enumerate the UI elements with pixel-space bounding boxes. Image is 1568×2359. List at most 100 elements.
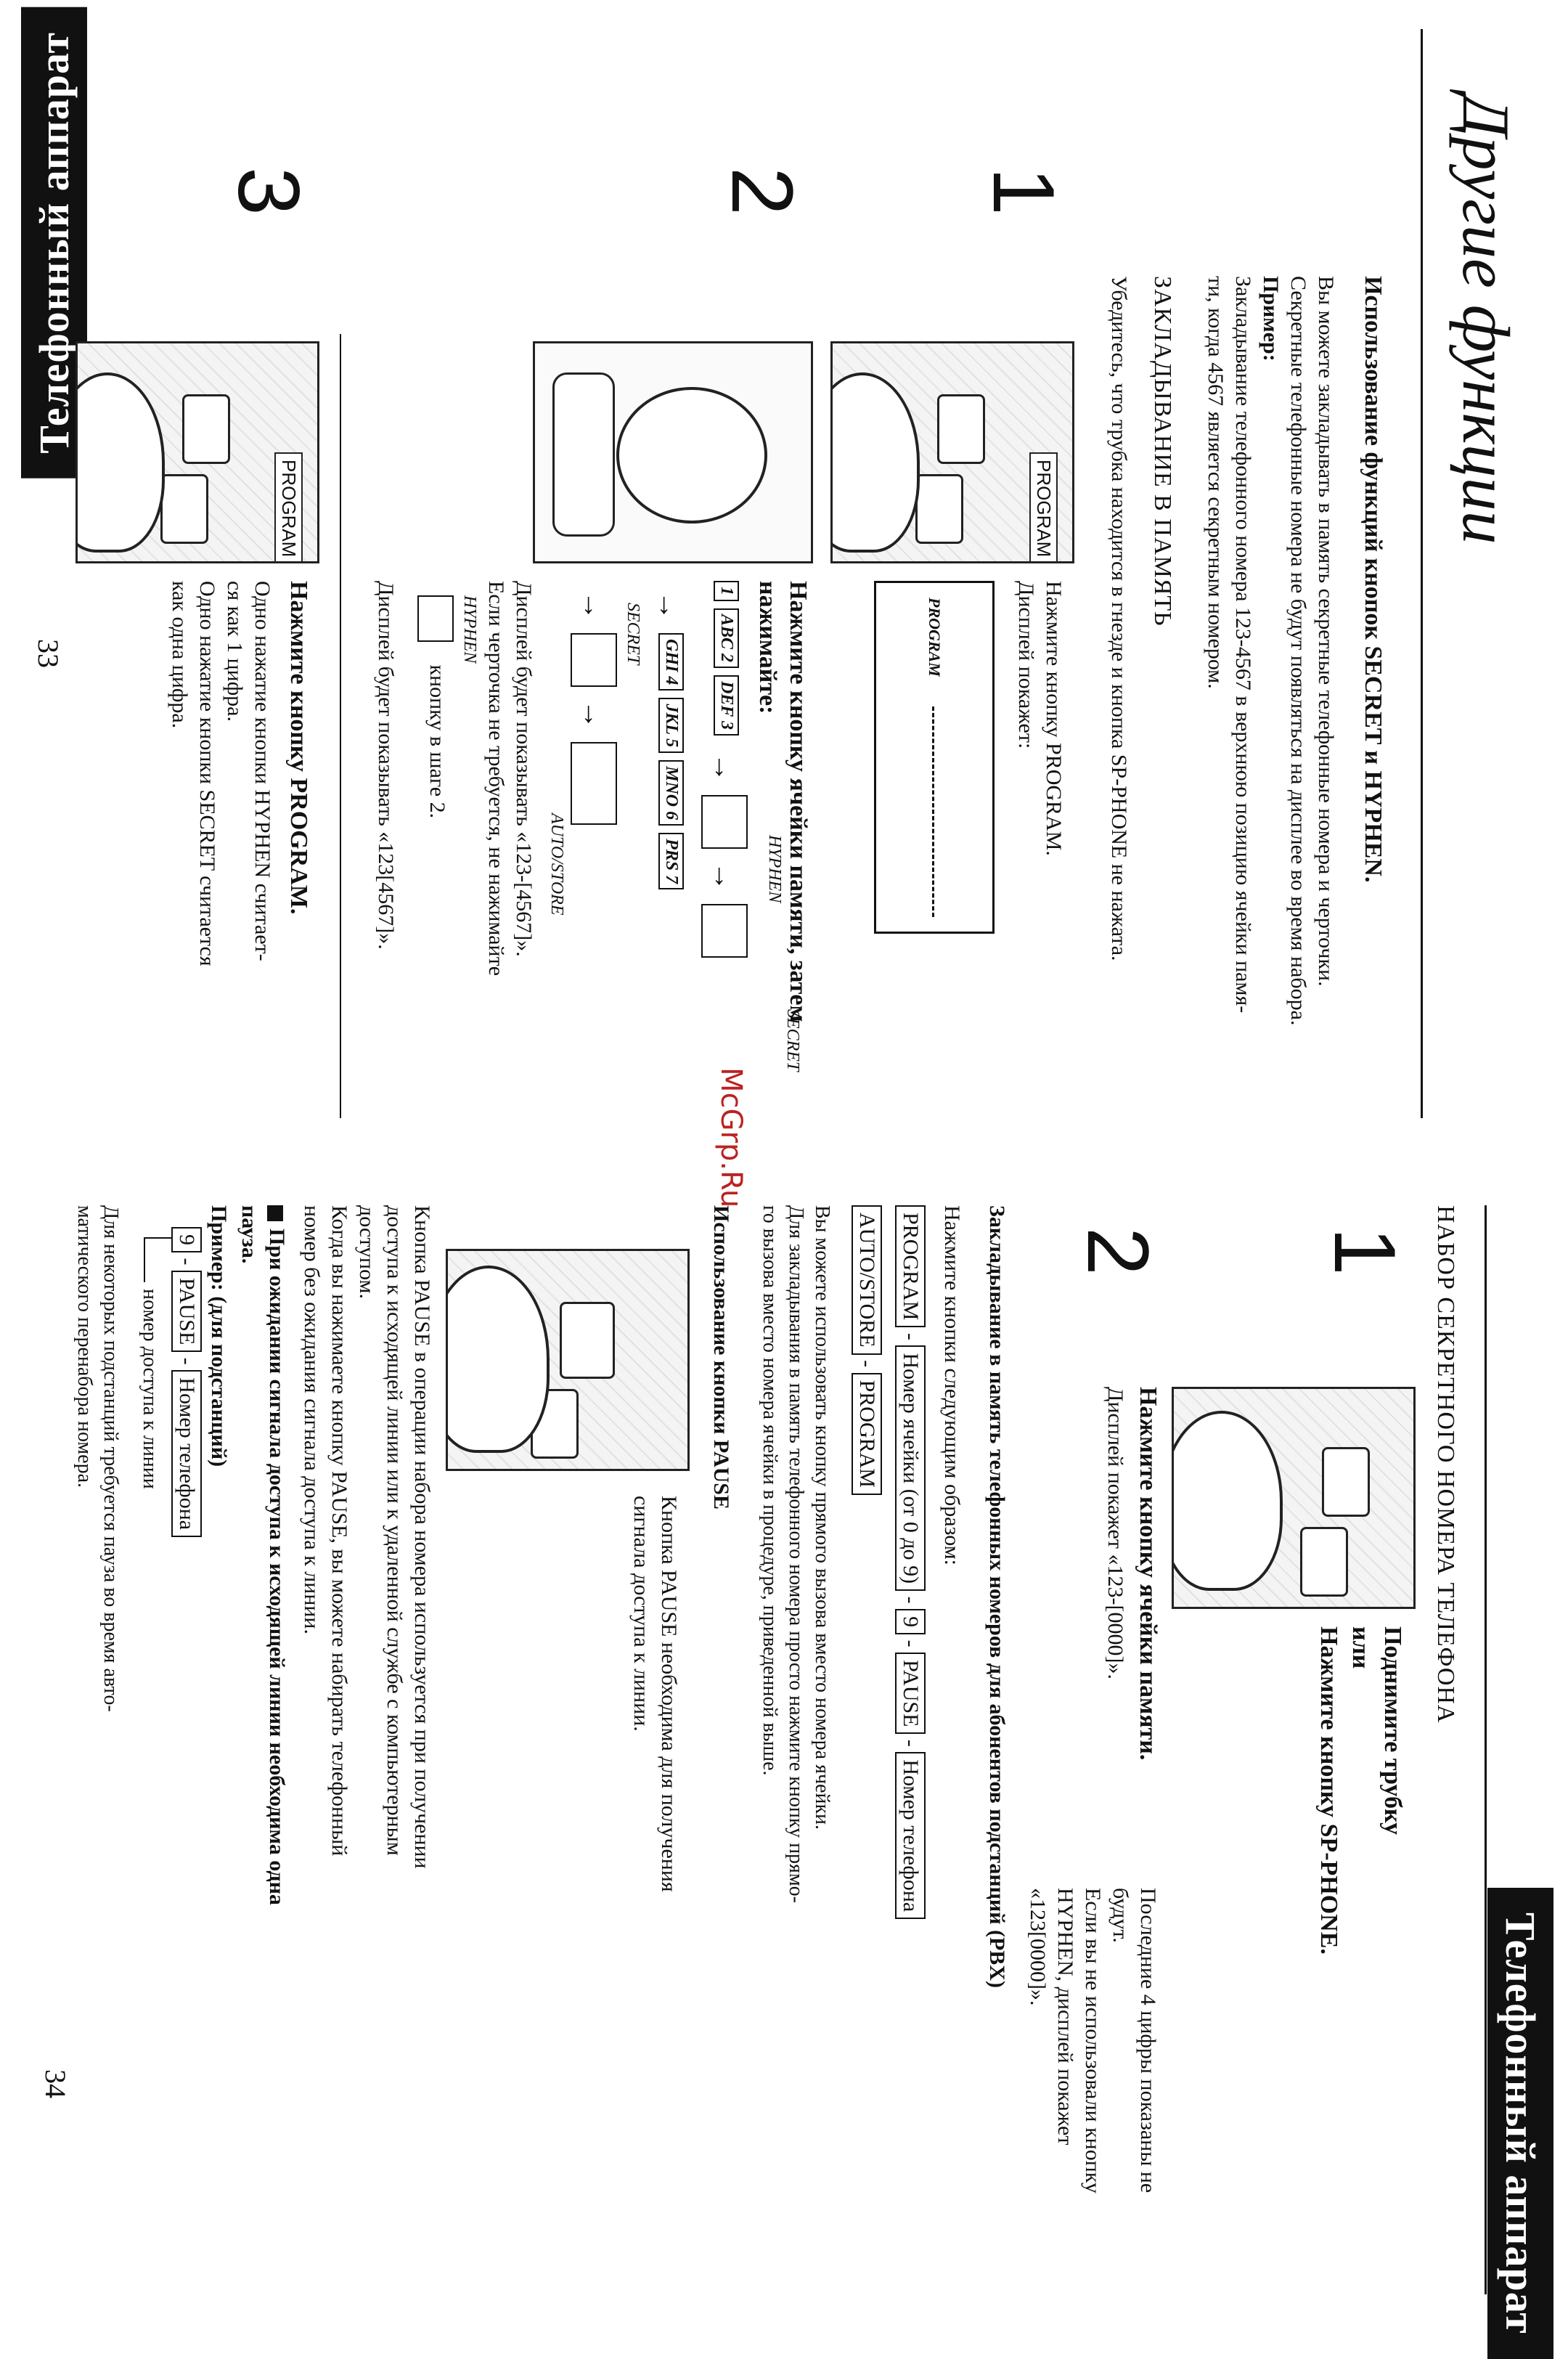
phone-base-icon — [552, 372, 615, 537]
person-using-phone-illustration — [533, 341, 813, 563]
step-2-subline: Дисплей покажет «123-[0000]». — [1103, 1387, 1127, 1679]
pause-side-line-1: Кнопка PAUSE необходима для получения — [657, 1496, 681, 1892]
arrow-icon: → — [708, 861, 741, 891]
page-number-33: 33 — [32, 639, 65, 668]
pause-bullet-line-2: пауза. — [237, 1205, 261, 1264]
keypad-key — [560, 1302, 615, 1379]
watermark: McGrp.Ru — [714, 1067, 748, 1208]
hyphen-label-2: HYPHEN — [460, 595, 479, 664]
pause-key-box-2: PAUSE — [171, 1271, 202, 1353]
step-1-line-1: Поднимите трубку — [1379, 1626, 1406, 1836]
arrow-icon: → — [653, 591, 685, 620]
step-3-heading: Нажмите кнопку PROGRAM. — [285, 581, 312, 915]
step-2-number: 2 — [1069, 1227, 1167, 1276]
step-3-number: 3 — [220, 167, 317, 216]
pause-key-box: PAUSE — [895, 1653, 926, 1735]
pbx-sequence-1: PROGRAM - Номер ячейки (от 0 до 9) - 9 -… — [895, 1205, 926, 1920]
key-sequence-row-1: 1 ABC 2 DEF 3 → → — [701, 581, 748, 958]
pause-body-line-3: доступом. — [355, 1205, 379, 1300]
example-label: Пример: — [1259, 276, 1283, 362]
nine-key-box: 9 — [895, 1609, 926, 1635]
hand-icon — [75, 372, 165, 553]
side-line-4: HYPHEN, дисплей покажет — [1053, 1888, 1077, 2146]
key-ghi4: GHI 4 — [658, 633, 684, 691]
pbx-note-3: го вызова вместо номера ячейки в процеду… — [759, 1205, 781, 1776]
pause-footer-line-2: матического перенабора номера. — [73, 1205, 96, 1488]
pbx-note-1: Вы можете использовать кнопку прямого вы… — [811, 1205, 833, 1830]
arrow-icon: → — [577, 591, 611, 620]
pause-footer-line-1: Для некоторых подстанций требуется пауза… — [99, 1205, 122, 1712]
keypad-key — [937, 394, 985, 464]
key-mno6: MNO 6 — [658, 760, 684, 826]
step-2-number: 2 — [714, 167, 811, 216]
section-banner: Телефонный аппарат — [1487, 1888, 1553, 2359]
keypad-key — [160, 474, 208, 544]
side-line-3: Если вы не использовали кнопку — [1081, 1888, 1105, 2193]
page-number-34: 34 — [39, 2069, 72, 2098]
step-2-line-1: Дисплей будет показывать «123-[4567]». — [512, 581, 536, 957]
step-2-heading: Нажмите кнопку ячейки памяти, затем нажи… — [752, 581, 813, 1022]
intro-line-2: Секретные телефонные номера не будут поя… — [1286, 276, 1310, 1026]
pause-body-line-5: номер без ожидания сигнала доступа к лин… — [300, 1205, 324, 1634]
secret-key-box-2 — [571, 633, 617, 687]
key-sequence-row-2: → GHI 4 JKL 5 MNO 6 PRS 7 — [652, 581, 686, 894]
program-key-illustration: PROGRAM — [830, 341, 1074, 563]
pause-body: Кнопка PAUSE в операции набора номера ис… — [298, 1205, 436, 1869]
intro-line-1: Вы можете закладывать в память секретные… — [1314, 276, 1338, 987]
memory-heading: ЗАКЛАДЫВАНИЕ В ПАМЯТЬ — [1149, 276, 1176, 627]
callout-line — [144, 1237, 171, 1282]
keypad-key — [182, 394, 230, 464]
key-abc2: ABC 2 — [714, 608, 740, 669]
secret-label-top: SECRET — [783, 1009, 802, 1072]
title-rule — [1485, 1205, 1487, 2294]
hyphen-note-row: кнопку в шаге 2. — [417, 595, 454, 818]
lcd-display: PROGRAM — [874, 581, 995, 934]
keypad-key — [1322, 1447, 1370, 1517]
key-def3: DEF 3 — [714, 675, 740, 736]
step-1-number: 1 — [975, 167, 1072, 216]
intro-text: Вы можете закладывать в память секретные… — [1201, 276, 1339, 1025]
hand-icon — [830, 372, 920, 553]
secret-key-box — [701, 903, 748, 958]
program-key-box: PROGRAM — [895, 1205, 926, 1328]
pause-body-line-1: Кнопка PAUSE в операции набора номера ис… — [410, 1205, 434, 1869]
step-3-line-1: Одно нажатие кнопки HYPHEN считает- — [250, 581, 274, 961]
auto-store-key-box: AUTO/STORE — [852, 1205, 882, 1355]
program-key-box-2: PROGRAM — [852, 1372, 882, 1495]
dial-secret-heading: НАБОР СЕКРЕТНОГО НОМЕРА ТЕЛЕФОНА — [1432, 1205, 1459, 1724]
auto-store-label: AUTO/STORE — [547, 813, 566, 916]
program-label-tag: PROGRAM — [1029, 452, 1058, 563]
side-line-2: будут. — [1108, 1888, 1132, 1943]
arrow-icon: → — [708, 752, 741, 782]
step-3-line-3: Одно нажатие кнопки SECRET считается — [195, 581, 219, 966]
side-line-5: «123[0000]». — [1026, 1888, 1050, 2006]
hyphen-label: HYPHEN — [765, 835, 784, 903]
bullet-icon — [266, 1205, 283, 1221]
step-1-or: или — [1347, 1626, 1374, 1669]
pause-key-illustration — [446, 1249, 690, 1471]
keypad-key — [1300, 1527, 1348, 1597]
hyphen-key-box-2 — [417, 595, 454, 642]
step-2-heading: Нажмите кнопку ячейки памяти. — [1135, 1387, 1161, 1761]
pause-example-sequence: 9 - PAUSE - Номер телефона — [171, 1227, 202, 1538]
hand-icon — [446, 1266, 550, 1453]
key-1: 1 — [714, 581, 740, 601]
page-title: Другие функции — [1449, 94, 1523, 545]
pause-heading: Использование кнопки PAUSE — [709, 1205, 733, 1510]
pause-side-text: Кнопка PAUSE необходима для получения си… — [627, 1496, 682, 1892]
key-jkl5: JKL 5 — [658, 698, 684, 754]
program-label-tag-2: PROGRAM — [274, 452, 303, 563]
step-2-line-2: Если черточка не требуется, не нажимайте — [484, 581, 508, 977]
title-rule — [1421, 29, 1423, 1118]
step-1-text: Поднимите трубку или Нажмите кнопку SP-P… — [1312, 1626, 1408, 1955]
pause-example-caption: номер доступа к линии — [139, 1289, 161, 1489]
pause-body-line-4: Когда вы нажимаете кнопку PAUSE, вы може… — [327, 1205, 351, 1857]
pause-example-label: Пример: (для подстанций) — [207, 1205, 231, 1467]
step-2-side-text: Последние 4 цифры показаны не будут. Есл… — [1024, 1888, 1161, 2193]
step-2-heading-line-1: Нажмите кнопку ячейки памяти, затем — [785, 581, 812, 1022]
step-1-number: 1 — [1316, 1227, 1413, 1276]
example-line-1: Закладывание телефонного номера 123-4567… — [1231, 276, 1255, 1014]
keypad-key — [915, 474, 963, 544]
side-line-1: Последние 4 цифры показаны не — [1136, 1888, 1160, 2193]
program-key-illustration-2: PROGRAM — [75, 341, 319, 563]
